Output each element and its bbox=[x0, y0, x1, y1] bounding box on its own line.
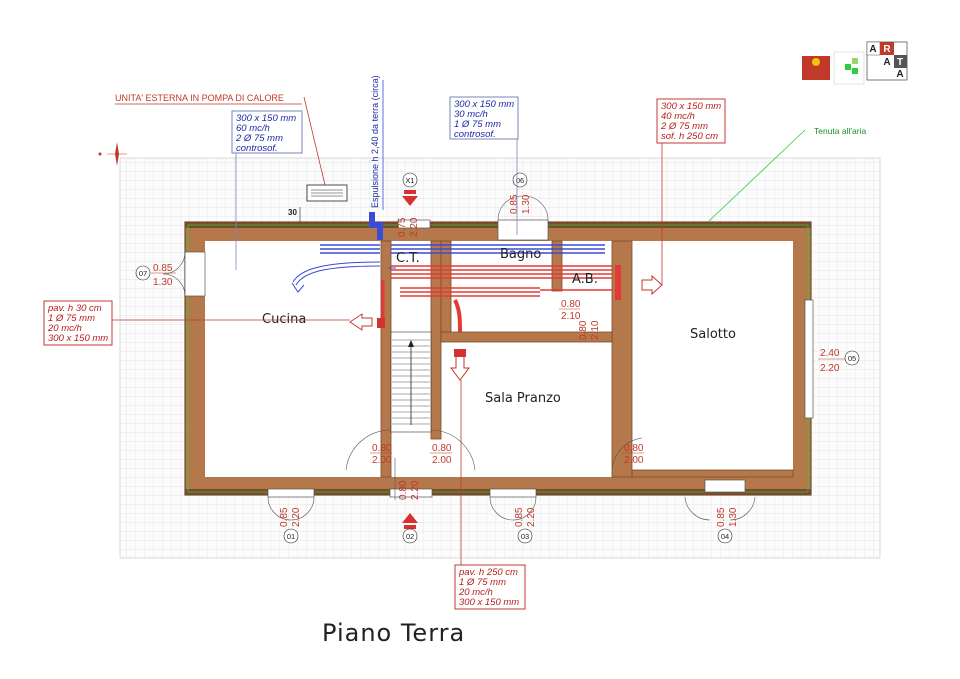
svg-text:2.40: 2.40 bbox=[820, 348, 840, 359]
svg-text:01: 01 bbox=[287, 532, 295, 541]
svg-text:X1: X1 bbox=[405, 176, 414, 185]
svg-text:0.85: 0.85 bbox=[509, 194, 520, 214]
svg-text:300 x 150 mm: 300 x 150 mm bbox=[459, 597, 519, 608]
svg-text:0.80: 0.80 bbox=[624, 443, 644, 454]
svg-text:05: 05 bbox=[848, 354, 856, 363]
flow-arrows bbox=[349, 274, 663, 381]
svg-text:0.85: 0.85 bbox=[153, 263, 173, 274]
svg-text:2.10: 2.10 bbox=[590, 320, 601, 340]
opening-tags: 01 02 03 04 05 06 07 X1 bbox=[135, 172, 860, 544]
svg-text:2.20: 2.20 bbox=[410, 480, 421, 500]
svg-text:02: 02 bbox=[406, 532, 414, 541]
room-salotto: Salotto bbox=[690, 327, 736, 342]
svg-text:0.85: 0.85 bbox=[279, 507, 290, 527]
window-dimensions: 0.85 2.20 0.80 2.20 0.85 2.20 0.85 1.30 … bbox=[151, 194, 846, 527]
svg-text:0.85: 0.85 bbox=[514, 507, 525, 527]
door-swings bbox=[162, 195, 756, 521]
svg-text:A: A bbox=[869, 44, 876, 55]
svg-text:0.80: 0.80 bbox=[578, 320, 589, 340]
svg-text:300 x 150 mm: 300 x 150 mm bbox=[236, 113, 296, 124]
diffuser-markers bbox=[291, 267, 396, 293]
svg-text:UNITA' ESTERNA IN POMPA DI CAL: UNITA' ESTERNA IN POMPA DI CALORE bbox=[115, 93, 284, 103]
svg-text:2.20: 2.20 bbox=[291, 507, 302, 527]
svg-text:2.00: 2.00 bbox=[432, 455, 452, 466]
note-box-right-red: 300 x 150 mm 40 mc/h 2 Ø 75 mm sof. h 25… bbox=[656, 98, 726, 144]
svg-text:1 Ø 75 mm: 1 Ø 75 mm bbox=[48, 313, 95, 324]
page-title: Piano Terra bbox=[322, 619, 465, 647]
svg-text:2 Ø 75 mm: 2 Ø 75 mm bbox=[660, 121, 708, 132]
svg-text:1 Ø 75 mm: 1 Ø 75 mm bbox=[459, 577, 506, 588]
svg-text:2.10: 2.10 bbox=[561, 311, 581, 322]
note-outdoor-unit: UNITA' ESTERNA IN POMPA DI CALORE bbox=[115, 93, 302, 105]
svg-text:1.30: 1.30 bbox=[728, 507, 739, 527]
svg-text:controsof.: controsof. bbox=[236, 143, 278, 154]
svg-text:20 mc/h: 20 mc/h bbox=[47, 323, 82, 334]
staircase bbox=[390, 331, 432, 433]
door-dimensions: 0.80 2.00 0.80 2.00 0.80 2.00 0.80 2.10 … bbox=[370, 299, 644, 466]
note-expulsion: Espulsione h 2,40 da terra (circa) bbox=[370, 75, 380, 208]
svg-text:2.00: 2.00 bbox=[624, 455, 644, 466]
svg-text:1.30: 1.30 bbox=[153, 277, 173, 288]
note-box-cucina-red: pav. h 30 cm 1 Ø 75 mm 20 mc/h 300 x 150… bbox=[43, 300, 113, 346]
svg-text:1.30: 1.30 bbox=[521, 194, 532, 214]
svg-text:sof. h 250 cm: sof. h 250 cm bbox=[661, 131, 718, 142]
note-box-mid-blue: 300 x 150 mm 30 mc/h 1 Ø 75 mm controsof… bbox=[449, 96, 519, 140]
extract-ducts bbox=[292, 212, 605, 286]
room-bagno: Bagno bbox=[500, 247, 541, 262]
window-openings bbox=[184, 219, 814, 498]
dim-30: 30 bbox=[288, 208, 297, 217]
room-sala-pranzo: Sala Pranzo bbox=[485, 391, 561, 406]
svg-text:pav. h 250 cm: pav. h 250 cm bbox=[458, 567, 518, 578]
outdoor-unit: 30 bbox=[288, 184, 348, 222]
svg-text:0.80: 0.80 bbox=[398, 480, 409, 500]
svg-text:0.80: 0.80 bbox=[561, 299, 581, 310]
svg-text:2 Ø 75 mm: 2 Ø 75 mm bbox=[235, 133, 283, 144]
svg-text:03: 03 bbox=[521, 532, 529, 541]
svg-text:2.20: 2.20 bbox=[409, 217, 420, 237]
supply-ducts bbox=[381, 265, 621, 333]
leader-lines bbox=[112, 80, 806, 567]
svg-text:A: A bbox=[896, 69, 903, 80]
svg-text:pav. h 30 cm: pav. h 30 cm bbox=[47, 303, 102, 314]
entry-markers bbox=[377, 190, 466, 529]
svg-text:07: 07 bbox=[139, 269, 147, 278]
airtight-line bbox=[187, 224, 809, 493]
room-cucina: Cucina bbox=[262, 312, 306, 327]
svg-text:04: 04 bbox=[721, 532, 729, 541]
svg-text:T: T bbox=[897, 57, 903, 68]
svg-text:0.75: 0.75 bbox=[397, 217, 408, 237]
partner-logo-2 bbox=[833, 51, 865, 85]
arata-logo: A R A T A bbox=[866, 41, 908, 81]
svg-text:1 Ø 75 mm: 1 Ø 75 mm bbox=[454, 119, 501, 130]
svg-text:2.20: 2.20 bbox=[820, 363, 840, 374]
svg-text:06: 06 bbox=[516, 176, 524, 185]
svg-text:R: R bbox=[883, 44, 891, 55]
svg-text:2.00: 2.00 bbox=[372, 455, 392, 466]
svg-text:30 mc/h: 30 mc/h bbox=[454, 109, 488, 120]
note-box-left-blue: 300 x 150 mm 60 mc/h 2 Ø 75 mm controsof… bbox=[231, 110, 303, 154]
svg-text:40 mc/h: 40 mc/h bbox=[661, 111, 695, 122]
svg-text:controsof.: controsof. bbox=[454, 129, 496, 140]
svg-text:0.85: 0.85 bbox=[716, 507, 727, 527]
svg-text:300 x 150 mm: 300 x 150 mm bbox=[48, 333, 108, 344]
room-ab: A.B. bbox=[572, 272, 598, 287]
svg-text:A: A bbox=[883, 57, 890, 68]
note-box-bottom-red: pav. h 250 cm 1 Ø 75 mm 20 mc/h 300 x 15… bbox=[454, 564, 526, 610]
svg-text:300 x 150 mm: 300 x 150 mm bbox=[454, 99, 514, 110]
north-compass-icon bbox=[98, 142, 127, 166]
svg-text:20 mc/h: 20 mc/h bbox=[458, 587, 493, 598]
room-ct: C.T. bbox=[396, 251, 420, 266]
partner-logo-1 bbox=[802, 56, 830, 80]
svg-text:0.80: 0.80 bbox=[432, 443, 452, 454]
note-airtight: Tenuta all'aria bbox=[814, 126, 866, 136]
svg-text:60 mc/h: 60 mc/h bbox=[236, 123, 270, 134]
svg-text:0.80: 0.80 bbox=[372, 443, 392, 454]
svg-text:2.20: 2.20 bbox=[526, 507, 537, 527]
svg-text:300 x 150 mm: 300 x 150 mm bbox=[661, 101, 721, 112]
exterior-walls bbox=[184, 221, 812, 496]
